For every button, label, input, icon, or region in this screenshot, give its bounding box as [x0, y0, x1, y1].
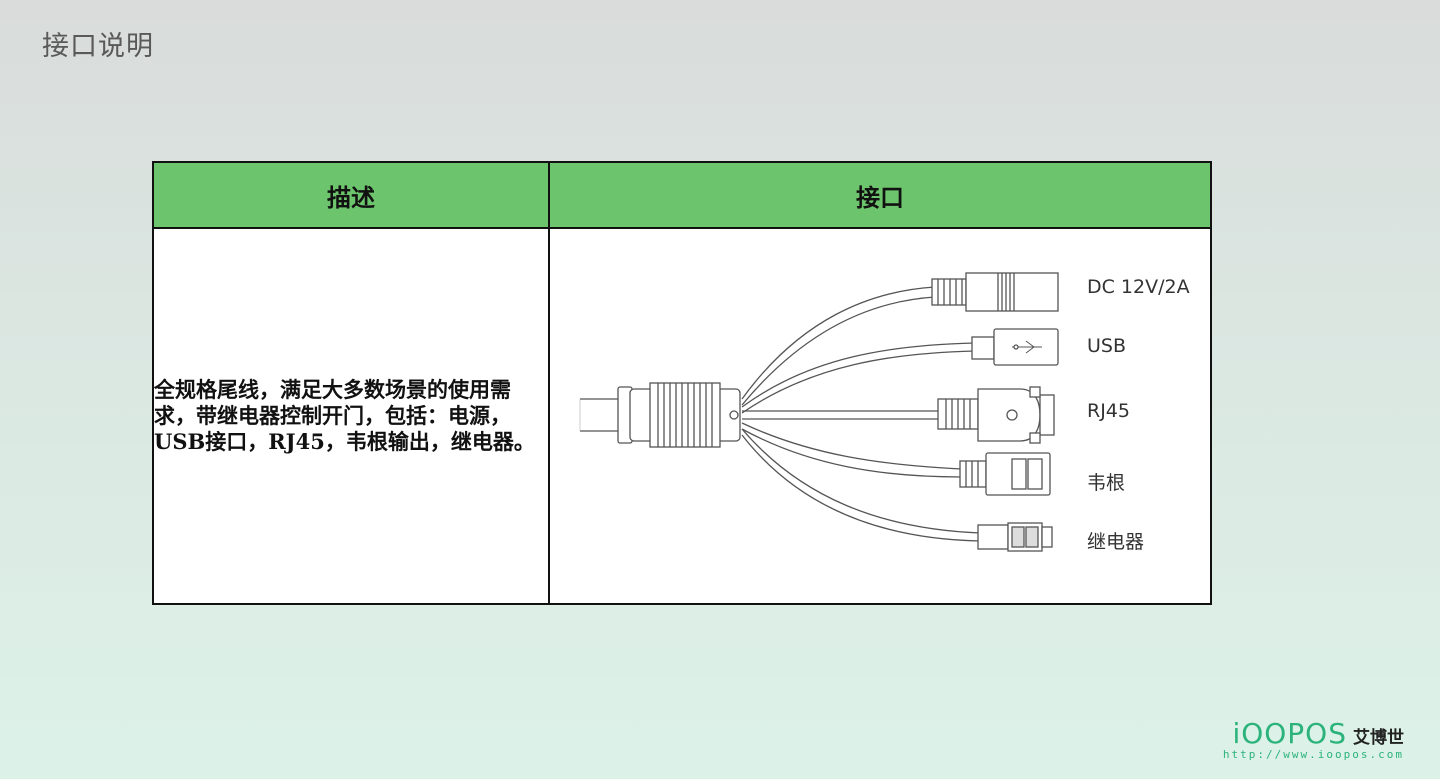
rj45-connector — [937, 386, 1055, 444]
header-description: 描述 — [152, 161, 550, 229]
port-label-dc: DC 12V/2A — [1087, 276, 1190, 298]
diagram-cell: DC 12V/2A USB RJ45 韦根 继电器 — [548, 227, 1212, 605]
usb-connector — [971, 328, 1059, 366]
port-label-relay: 继电器 — [1087, 531, 1145, 553]
port-label-wiegand: 韦根 — [1087, 472, 1126, 494]
brand-logo: iOOPOS 艾博世 http://www.ioopos.com — [1223, 717, 1404, 761]
port-label-rj45: RJ45 — [1087, 400, 1130, 422]
description-cell: 全规格尾线，满足大多数场景的使用需求，带继电器控制开门，包括：电源，USB接口，… — [152, 227, 550, 605]
table-header-row: 描述 接口 — [152, 161, 1212, 229]
logo-mark: iOOPOS — [1232, 717, 1347, 750]
page-title: 接口说明 — [42, 31, 154, 62]
header-interface: 接口 — [548, 161, 1212, 229]
table-row: 全规格尾线，满足大多数场景的使用需求，带继电器控制开门，包括：电源，USB接口，… — [152, 227, 1212, 605]
interface-table: 描述 接口 全规格尾线，满足大多数场景的使用需求，带继电器控制开门，包括：电源，… — [152, 161, 1212, 605]
logo-url: http://www.ioopos.com — [1222, 748, 1404, 761]
cable-diagram: DC 12V/2A USB RJ45 韦根 继电器 — [550, 229, 1210, 603]
pigtail-cable-illustration — [579, 272, 1059, 552]
logo-chinese-name: 艾博世 — [1353, 728, 1404, 748]
port-label-usb: USB — [1087, 335, 1127, 357]
trunk-grip-ridges — [657, 383, 713, 447]
dc-connector — [931, 272, 1059, 312]
relay-connector — [977, 522, 1053, 552]
wiegand-connector — [959, 452, 1051, 496]
